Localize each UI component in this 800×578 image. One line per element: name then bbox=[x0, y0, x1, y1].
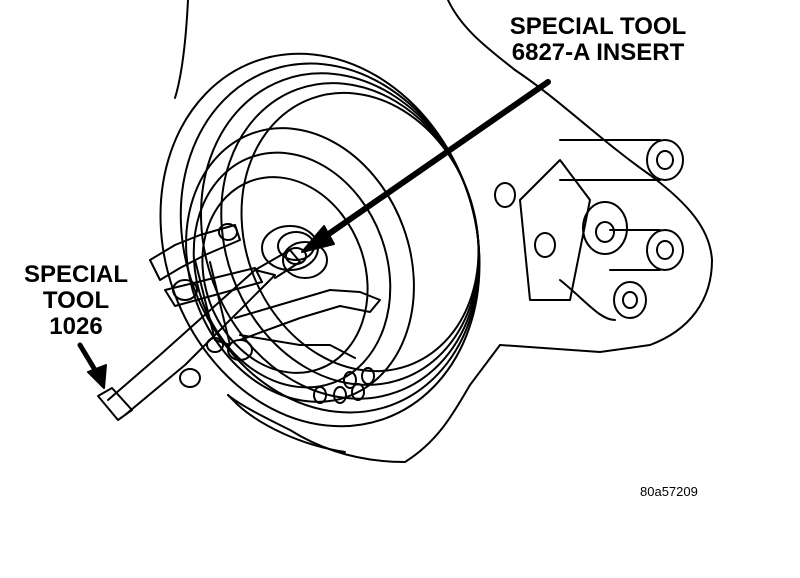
special-tool-6827a-label: SPECIAL TOOL 6827-A INSERT bbox=[488, 14, 708, 66]
callout-line: 6827-A INSERT bbox=[511, 38, 685, 66]
callout-line: SPECIAL bbox=[23, 261, 128, 288]
special-tool-1026-puller bbox=[97, 223, 381, 421]
figure-id: 80a57209 bbox=[640, 484, 698, 499]
arrow-to-insert bbox=[317, 79, 551, 243]
accessory-bracket bbox=[494, 139, 684, 321]
special-tool-1026-label: SPECIAL TOOL 1026 bbox=[20, 262, 132, 340]
engine-block bbox=[174, 0, 713, 463]
crankshaft-pulley bbox=[159, 52, 481, 428]
callout-line: 1026 bbox=[49, 312, 103, 340]
callout-line: TOOL bbox=[42, 286, 110, 314]
callout-line: SPECIAL TOOL bbox=[509, 13, 687, 40]
